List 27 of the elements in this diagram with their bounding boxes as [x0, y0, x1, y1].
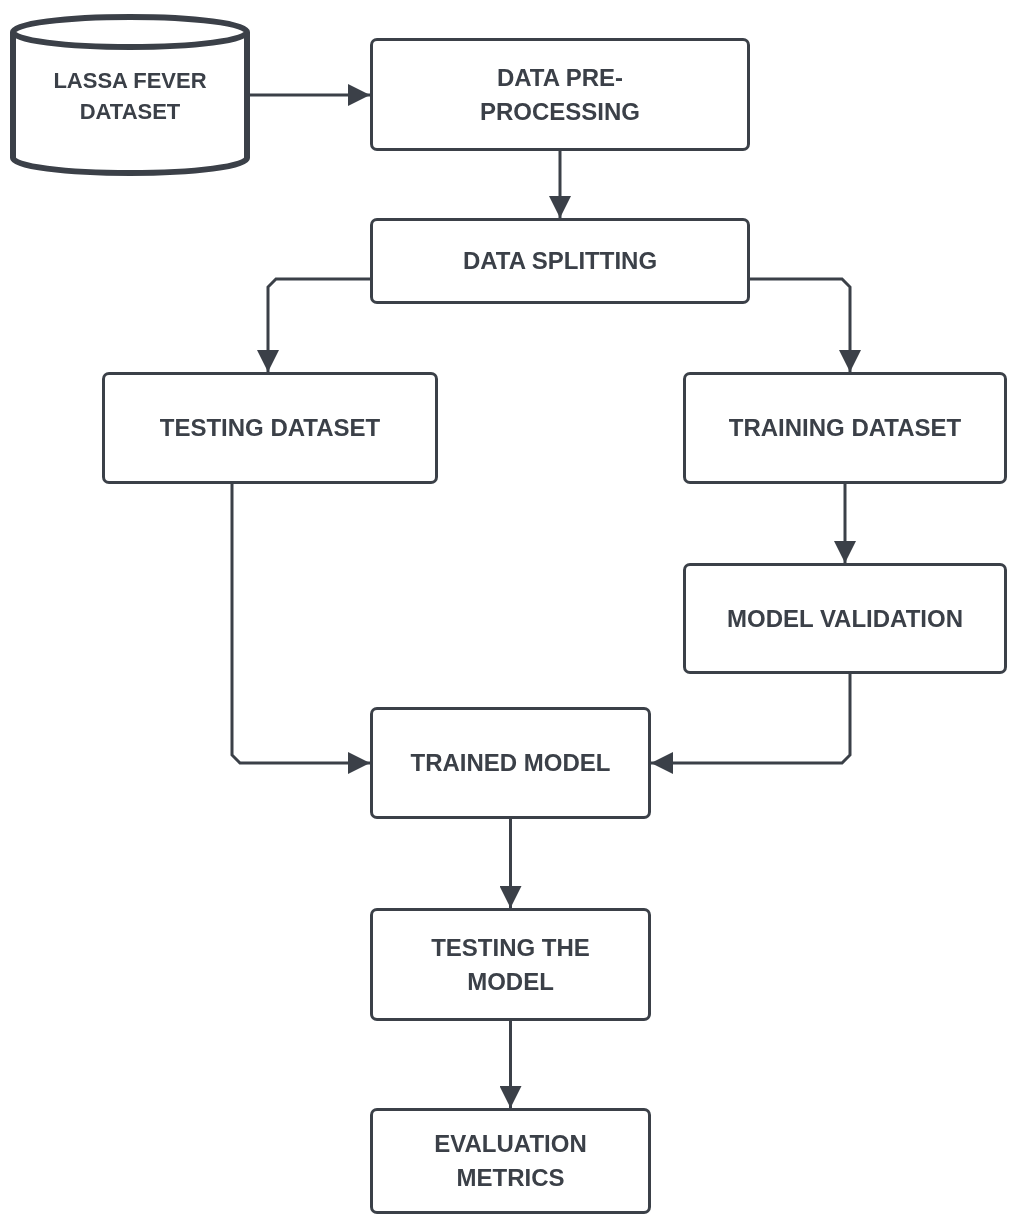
- arrow: [257, 277, 370, 372]
- box-label: TRAINING DATASET: [728, 413, 962, 444]
- arrow: [750, 277, 861, 372]
- arrow: [834, 484, 856, 563]
- process-box: [102, 372, 438, 484]
- box-label: MODEL VALIDATION: [727, 603, 963, 634]
- box-label: EVALUATION METRICS: [433, 1129, 588, 1193]
- process-box: [370, 38, 750, 151]
- process-box: [370, 908, 651, 1021]
- process-box: [683, 372, 1007, 484]
- arrow: [499, 1021, 522, 1108]
- database-cylinder: [10, 14, 250, 176]
- box-label: DATA PRE-PROCESSING: [479, 62, 641, 127]
- box-label: TRAINED MODEL: [410, 748, 611, 779]
- arrow: [549, 151, 571, 218]
- box-label: TESTING THE MODEL: [430, 932, 591, 997]
- box-label: DATA SPLITTING: [462, 246, 658, 277]
- arrow: [230, 484, 370, 774]
- arrow: [651, 674, 852, 774]
- process-box: [683, 563, 1007, 674]
- arrow: [250, 84, 370, 106]
- arrow: [499, 819, 522, 908]
- box-label: LASSA FEVER DATASET: [52, 67, 208, 126]
- process-box: [370, 707, 651, 819]
- process-box: [370, 1108, 651, 1214]
- box-label: TESTING DATASET: [159, 413, 381, 444]
- process-box: [370, 218, 750, 304]
